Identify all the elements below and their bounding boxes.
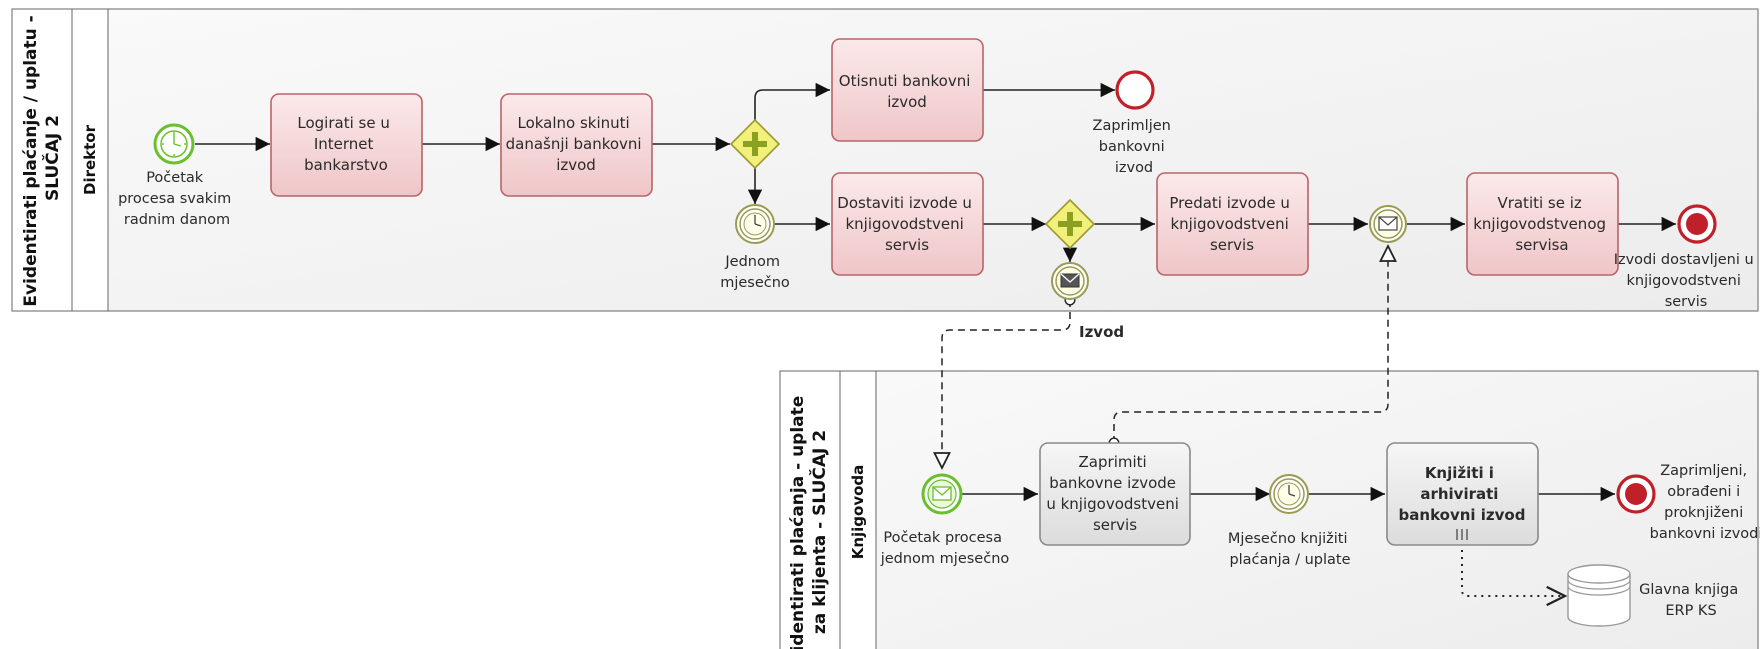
svg-text:Početak procesa jednom m: Početak procesa jednom mjesečno — [880, 530, 1010, 567]
svg-text:Zaprimiti bankovne izvod: Zaprimiti bankovne izvode u knjigovodstv… — [1046, 453, 1183, 534]
svg-text:Vratiti se iz knjigovods: Vratiti se iz knjigovodstvenog servisa — [1473, 194, 1611, 254]
multi-instance-icon — [1456, 529, 1468, 540]
svg-text:Glavna knjiga ERP KS: Glavna knjiga ERP KS — [1639, 582, 1743, 619]
task-login[interactable]: Logirati se u Internet bankarstvo — [270, 93, 423, 197]
task-receive-statements[interactable]: Zaprimiti bankovne izvode u knjigovodstv… — [1039, 442, 1191, 546]
svg-text:Mjesečno knjižiti plaćan: Mjesečno knjižiti plaćanja / uplate — [1228, 531, 1352, 568]
envelope-icon — [932, 486, 952, 501]
svg-text:Izvodi dostavljeni u knj: Izvodi dostavljeni u knjigovodstveni ser… — [1614, 252, 1759, 310]
plus-icon — [743, 132, 767, 156]
clock-icon — [162, 132, 186, 156]
timer-event-monthly[interactable]: Jednom mjesečno — [720, 204, 790, 291]
svg-text:Zaprimljeni, obrađeni i: Zaprimljeni, obrađeni i proknjiženi bank… — [1650, 463, 1760, 542]
svg-text:Dostaviti izvode u knjig: Dostaviti izvode u knjigovodstveni servi… — [837, 194, 976, 254]
svg-text:Logirati se u Internet: Logirati se u Internet bankarstvo — [297, 114, 394, 174]
message-throw-event[interactable] — [1051, 262, 1089, 300]
start-event-timer[interactable]: Početak procesa svakim radnim danom — [118, 123, 236, 228]
clock-icon — [754, 215, 762, 227]
sequence-flows-pool1 — [195, 82, 1676, 262]
plus-icon — [1058, 212, 1082, 236]
task-print-statement[interactable]: Otisnuti bankovni izvod — [831, 38, 984, 142]
lane-director-label: Direktor — [81, 124, 99, 195]
parallel-gateway-2[interactable] — [1044, 198, 1096, 250]
parallel-gateway-1[interactable] — [729, 118, 781, 170]
svg-text:Otisnuti bankovni izvod: Otisnuti bankovni izvod — [839, 72, 975, 111]
svg-text:Predati izvode u knjigov: Predati izvode u knjigovodstveni servis — [1169, 194, 1294, 254]
association-datastore — [1461, 536, 1565, 596]
clock-icon — [1288, 485, 1296, 497]
task-return[interactable]: Vratiti se iz knjigovodstvenog servisa — [1466, 172, 1619, 276]
pool1-title: Evidentirati plaćanje / uplatu - SLUČAJ … — [21, 9, 63, 306]
pool2-title: Evidentirati plaćanja - uplate za klijen… — [788, 390, 830, 649]
start-event-label: Početak procesa svakim radnim danom — [118, 170, 236, 228]
task-download-statement[interactable]: Lokalno skinuti današnji bankovni izvod — [500, 93, 653, 197]
task-handover-statements[interactable]: Predati izvode u knjigovodstveni servis — [1156, 172, 1309, 276]
end-event-delivered[interactable]: Izvodi dostavljeni u knjigovodstveni ser… — [1614, 204, 1759, 310]
task-deliver-statements[interactable]: Dostaviti izvode u knjigovodstveni servi… — [831, 172, 984, 276]
task-book-and-archive[interactable]: Knjižiti i arhivirati bankovni izvod — [1386, 442, 1539, 546]
envelope-icon — [1378, 216, 1398, 231]
end-event-received[interactable]: Zaprimljen bankovni izvod — [1093, 70, 1176, 176]
svg-text:Lokalno skinuti današnji: Lokalno skinuti današnji bankovni izvod — [506, 114, 647, 174]
start-event-message[interactable]: Početak procesa jednom mjesečno — [880, 473, 1010, 567]
svg-text:Jednom mjesečno: Jednom mjesečno — [720, 254, 790, 291]
end-event-processed[interactable]: Zaprimljeni, obrađeni i proknjiženi bank… — [1616, 463, 1760, 542]
message-flow-label: Izvod — [1079, 323, 1124, 341]
svg-text:Zaprimljen bankovni: Zaprimljen bankovni izvod — [1093, 118, 1176, 176]
message-catch-event[interactable] — [1369, 205, 1407, 243]
svg-text:Knjižiti i arhivirati: Knjižiti i arhivirati bankovni izvod — [1399, 464, 1526, 524]
database-icon[interactable]: Glavna knjiga ERP KS — [1567, 564, 1743, 627]
envelope-icon — [1060, 273, 1080, 288]
lane-bookkeeper-label: Knjigovoda — [849, 465, 867, 560]
timer-event-monthly-booking[interactable]: Mjesečno knjižiti plaćanja / uplate — [1228, 474, 1352, 568]
message-flows: Izvod — [942, 246, 1388, 468]
